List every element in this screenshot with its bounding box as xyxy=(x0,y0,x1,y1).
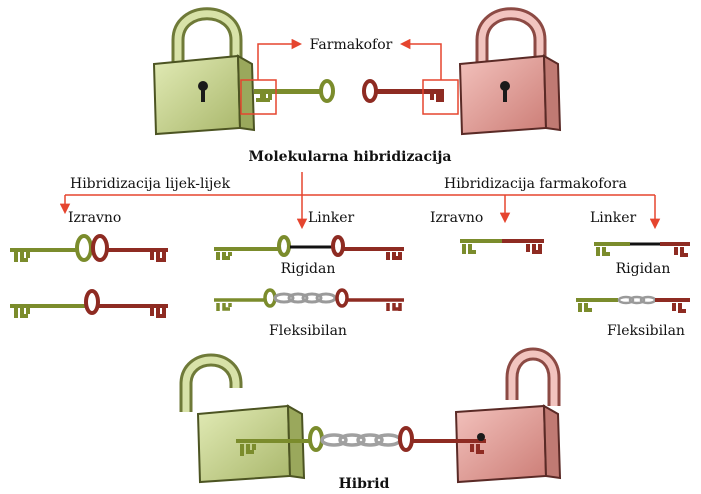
branch-arrows xyxy=(59,172,661,230)
green-padlock-icon xyxy=(152,7,256,136)
flexible-label-1: Fleksibilan xyxy=(269,323,347,339)
direct-label-1: Izravno xyxy=(68,210,121,226)
red-padlock-icon xyxy=(458,7,562,136)
chain-icon xyxy=(273,292,337,304)
red-open-padlock-icon xyxy=(454,347,562,484)
green-key-icon xyxy=(254,79,335,103)
direct-pharmacophore-fusion xyxy=(460,239,544,254)
red-key-icon xyxy=(362,79,444,103)
green-open-padlock-icon xyxy=(179,353,306,484)
hybrid-key-icon xyxy=(236,426,486,456)
flexible-label-2: Fleksibilan xyxy=(607,323,685,339)
diagram-title: Molekularna hibridizacija xyxy=(249,149,452,165)
rigid-linker-key-pair-2 xyxy=(594,242,690,257)
rigid-linker-key-pair-1 xyxy=(214,235,404,260)
rigid-label-2: Rigidan xyxy=(616,261,671,277)
linker-label-1: Linker xyxy=(308,210,355,226)
pharmacophore-highlight xyxy=(240,38,459,115)
chain-icon xyxy=(617,295,657,305)
direct-key-pair-1 xyxy=(10,234,168,262)
hybrid-label: Hibrid xyxy=(339,476,390,492)
chain-icon xyxy=(320,433,402,447)
direct-key-pair-2 xyxy=(10,289,168,318)
direct-label-2: Izravno xyxy=(430,210,483,226)
linker-label-2: Linker xyxy=(590,210,637,226)
pharmacophore-hybridization-label: Hibridizacija farmakofora xyxy=(444,176,627,192)
pharmacophore-label: Farmakofor xyxy=(310,37,393,53)
rigid-label-1: Rigidan xyxy=(281,261,336,277)
flexible-linker-key-pair-2 xyxy=(576,295,690,313)
drug-drug-hybridization-label: Hibridizacija lijek-lijek xyxy=(70,176,231,192)
flexible-linker-key-pair-1 xyxy=(214,288,404,311)
